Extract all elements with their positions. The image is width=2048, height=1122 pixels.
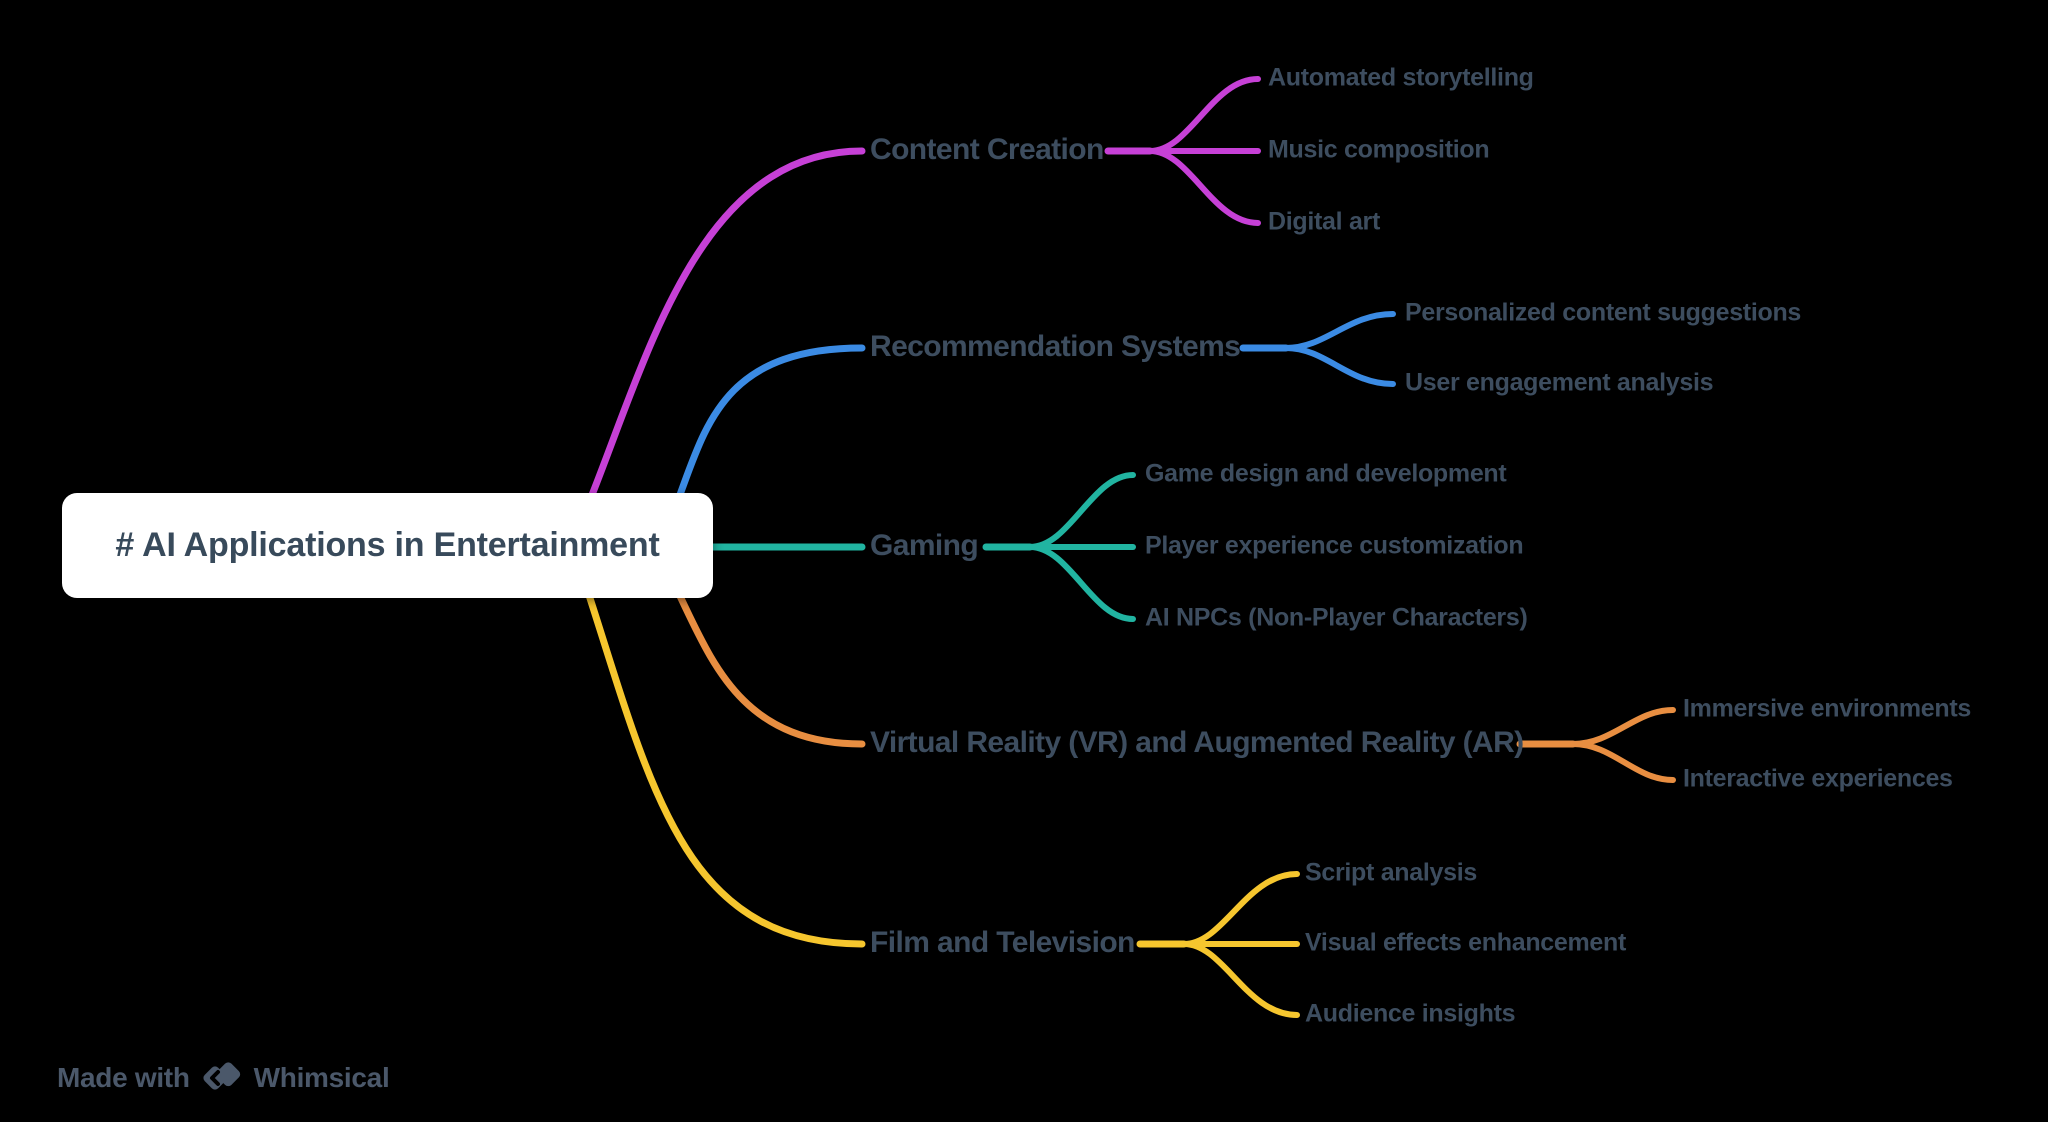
- made-with-text: Made with: [57, 1062, 190, 1093]
- child-label[interactable]: Visual effects enhancement: [1305, 928, 1627, 957]
- branch-label[interactable]: Recommendation Systems: [870, 329, 1241, 363]
- child-curve: [1147, 148, 1261, 226]
- child-label[interactable]: Music composition: [1268, 135, 1490, 164]
- branch-label[interactable]: Content Creation: [870, 132, 1104, 166]
- branch-curve: [584, 588, 866, 948]
- child-label[interactable]: Game design and development: [1145, 459, 1507, 488]
- chevron-left-icon: [209, 1070, 220, 1086]
- child-label[interactable]: AI NPCs (Non-Player Characters): [1145, 603, 1528, 632]
- branch-label[interactable]: Gaming: [870, 528, 979, 562]
- child-label[interactable]: Automated storytelling: [1268, 63, 1534, 92]
- branch-label[interactable]: Virtual Reality (VR) and Augmented Reali…: [870, 725, 1524, 759]
- child-curve: [1570, 707, 1676, 747]
- child-curve: [1181, 941, 1300, 1018]
- whimsical-brand-text: Whimsical: [253, 1062, 390, 1093]
- child-curve: [1570, 741, 1676, 783]
- branch-curve: [674, 588, 866, 748]
- branch-curve: [586, 147, 866, 504]
- child-curve: [1027, 544, 1136, 622]
- left-diamond-shape: [203, 1066, 227, 1090]
- branch-curve: [674, 344, 866, 504]
- child-curve: [1283, 345, 1396, 387]
- branch-label[interactable]: Film and Television: [870, 925, 1135, 959]
- child-curve: [1283, 311, 1396, 351]
- central-topic-node[interactable]: # AI Applications in Entertainment: [62, 493, 713, 598]
- watermark[interactable]: Made with Whimsical: [57, 1061, 390, 1095]
- child-label[interactable]: Digital art: [1268, 207, 1380, 236]
- child-label[interactable]: Script analysis: [1305, 858, 1477, 887]
- child-label[interactable]: Player experience customization: [1145, 531, 1524, 560]
- child-label[interactable]: Audience insights: [1305, 999, 1516, 1028]
- child-label[interactable]: Personalized content suggestions: [1405, 298, 1802, 327]
- child-label[interactable]: Interactive experiences: [1683, 764, 1953, 793]
- child-curve: [1027, 472, 1136, 550]
- child-label[interactable]: Immersive environments: [1683, 694, 1971, 723]
- child-label[interactable]: User engagement analysis: [1405, 368, 1714, 397]
- child-curve: [1181, 871, 1300, 947]
- child-curve: [1147, 76, 1261, 154]
- whimsical-diamonds-icon: [203, 1062, 240, 1090]
